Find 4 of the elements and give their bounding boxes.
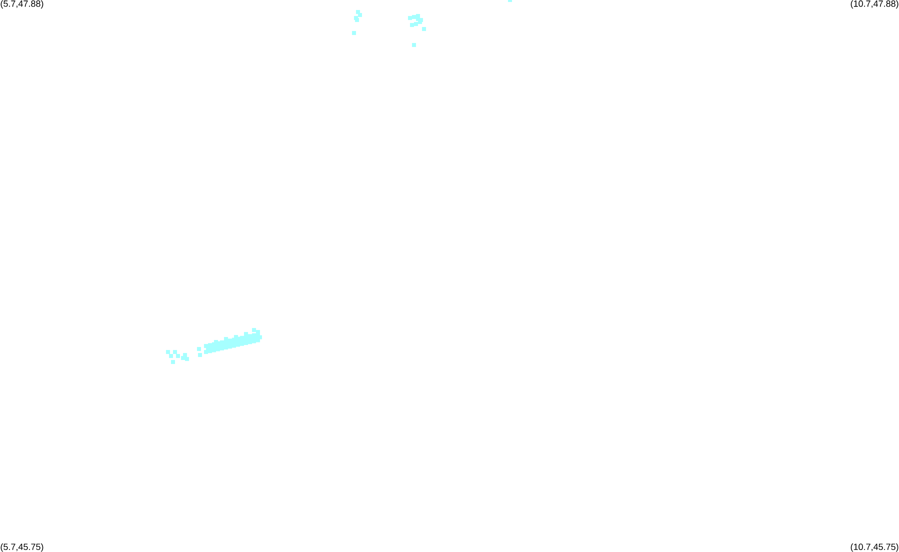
coordinate-label: (5.7,45.75): [0, 543, 44, 552]
coordinate-label: (10.7,45.75): [850, 543, 898, 552]
coordinate-label: (5.7,47.88): [0, 0, 44, 9]
coordinate-label: (10.7,47.88): [850, 0, 898, 9]
